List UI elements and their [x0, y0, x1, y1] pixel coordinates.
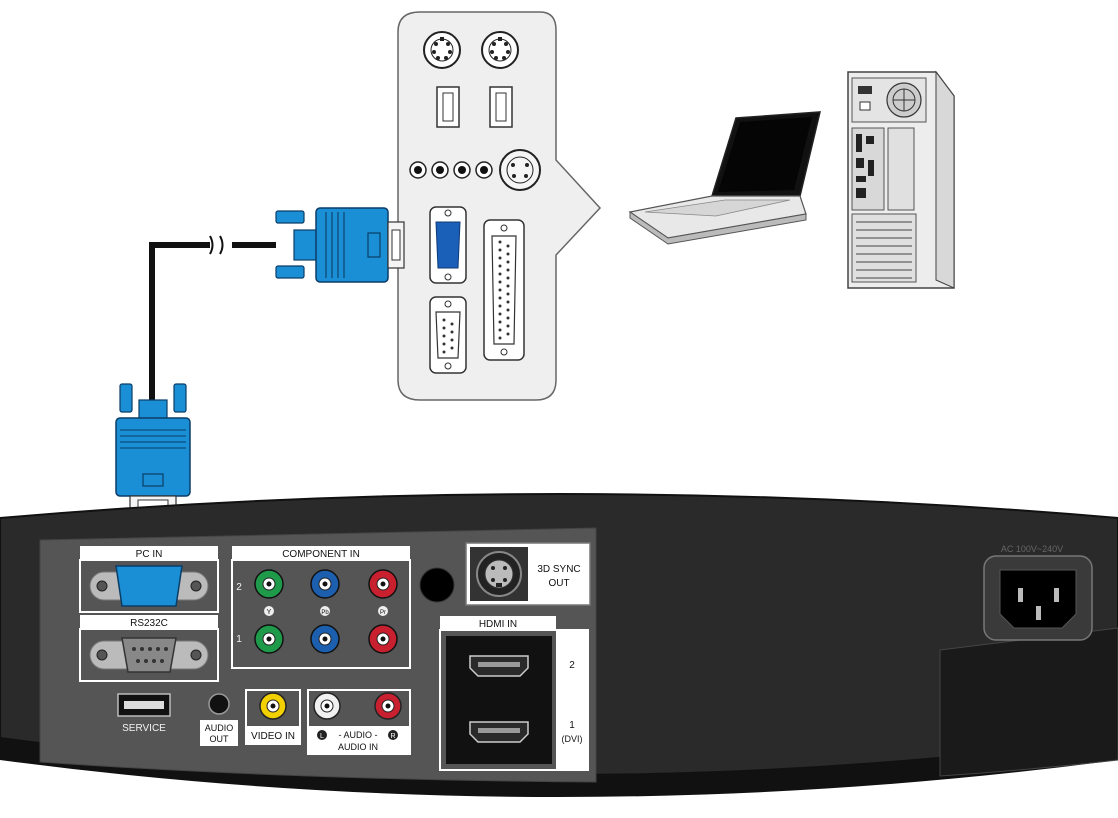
- ir-sensor: [419, 567, 455, 603]
- component-in-label: COMPONENT IN: [282, 549, 360, 560]
- vga-cable: [115, 207, 405, 513]
- serial-port: [429, 296, 467, 374]
- sync-3d-label-2: OUT: [548, 578, 569, 589]
- rs232c-port-group: RS232C: [79, 615, 219, 682]
- service-label: SERVICE: [122, 723, 166, 734]
- desktop-tower-illustration: [847, 70, 955, 289]
- cable-break-mark: [209, 235, 224, 255]
- audio-in-group: L - AUDIO - R AUDIO IN: [307, 689, 411, 755]
- audio-l-mark: L: [320, 733, 324, 740]
- audio-out-label-1: AUDIO: [205, 723, 234, 733]
- hdmi-in-group: HDMI IN 2 1 (DVI): [439, 616, 589, 771]
- component-pr-mark: Pr: [380, 610, 386, 616]
- hdmi-1-label: 1: [569, 720, 575, 731]
- pc-in-port-group: PC IN: [79, 546, 219, 613]
- s-video-port: [499, 149, 541, 191]
- vga-plug-pc-side: [275, 207, 405, 283]
- laptop-illustration: [628, 111, 821, 245]
- parallel-port: [483, 219, 525, 361]
- video-in-label: VIDEO IN: [251, 731, 295, 742]
- sync-3d-label-1: 3D SYNC: [537, 564, 580, 575]
- sync-3d-out-group: 3D SYNC OUT: [465, 542, 591, 606]
- component-row-2-label: 2: [236, 582, 242, 593]
- service-port-group: SERVICE: [117, 693, 171, 734]
- audio-in-label: AUDIO IN: [338, 742, 378, 752]
- component-y-mark: Y: [267, 609, 272, 616]
- usb-port: [436, 86, 460, 128]
- audio-out-group: AUDIO OUT: [200, 693, 238, 746]
- audio-r-mark: R: [390, 733, 395, 740]
- pc-rear-io-panel: [397, 11, 602, 401]
- video-in-group: VIDEO IN: [245, 689, 301, 745]
- hdmi-2-label: 2: [569, 660, 575, 671]
- component-in-group: COMPONENT IN 2 1 Y Pb Pr: [231, 546, 411, 669]
- power-label: AC 100V~240V: [1001, 544, 1063, 554]
- vga-port-pc: [429, 206, 467, 284]
- usb-port: [489, 86, 513, 128]
- power-socket-group: AC 100V~240V: [983, 544, 1093, 641]
- ps2-port-mouse: [481, 31, 519, 69]
- vga-port-projector: [115, 565, 183, 607]
- pc-in-label: PC IN: [136, 549, 163, 560]
- vga-plug-projector-side: [115, 383, 191, 513]
- audio-jacks: [409, 161, 493, 179]
- hdmi-in-label: HDMI IN: [479, 619, 517, 630]
- rs232c-label: RS232C: [130, 618, 168, 629]
- audio-mid-label: - AUDIO -: [338, 730, 377, 740]
- hdmi-1-sub-label: (DVI): [562, 734, 583, 744]
- audio-out-label-2: OUT: [210, 734, 230, 744]
- ps2-port-keyboard: [423, 31, 461, 69]
- component-row-1-label: 1: [236, 634, 242, 645]
- component-pb-mark: Pb: [321, 610, 329, 616]
